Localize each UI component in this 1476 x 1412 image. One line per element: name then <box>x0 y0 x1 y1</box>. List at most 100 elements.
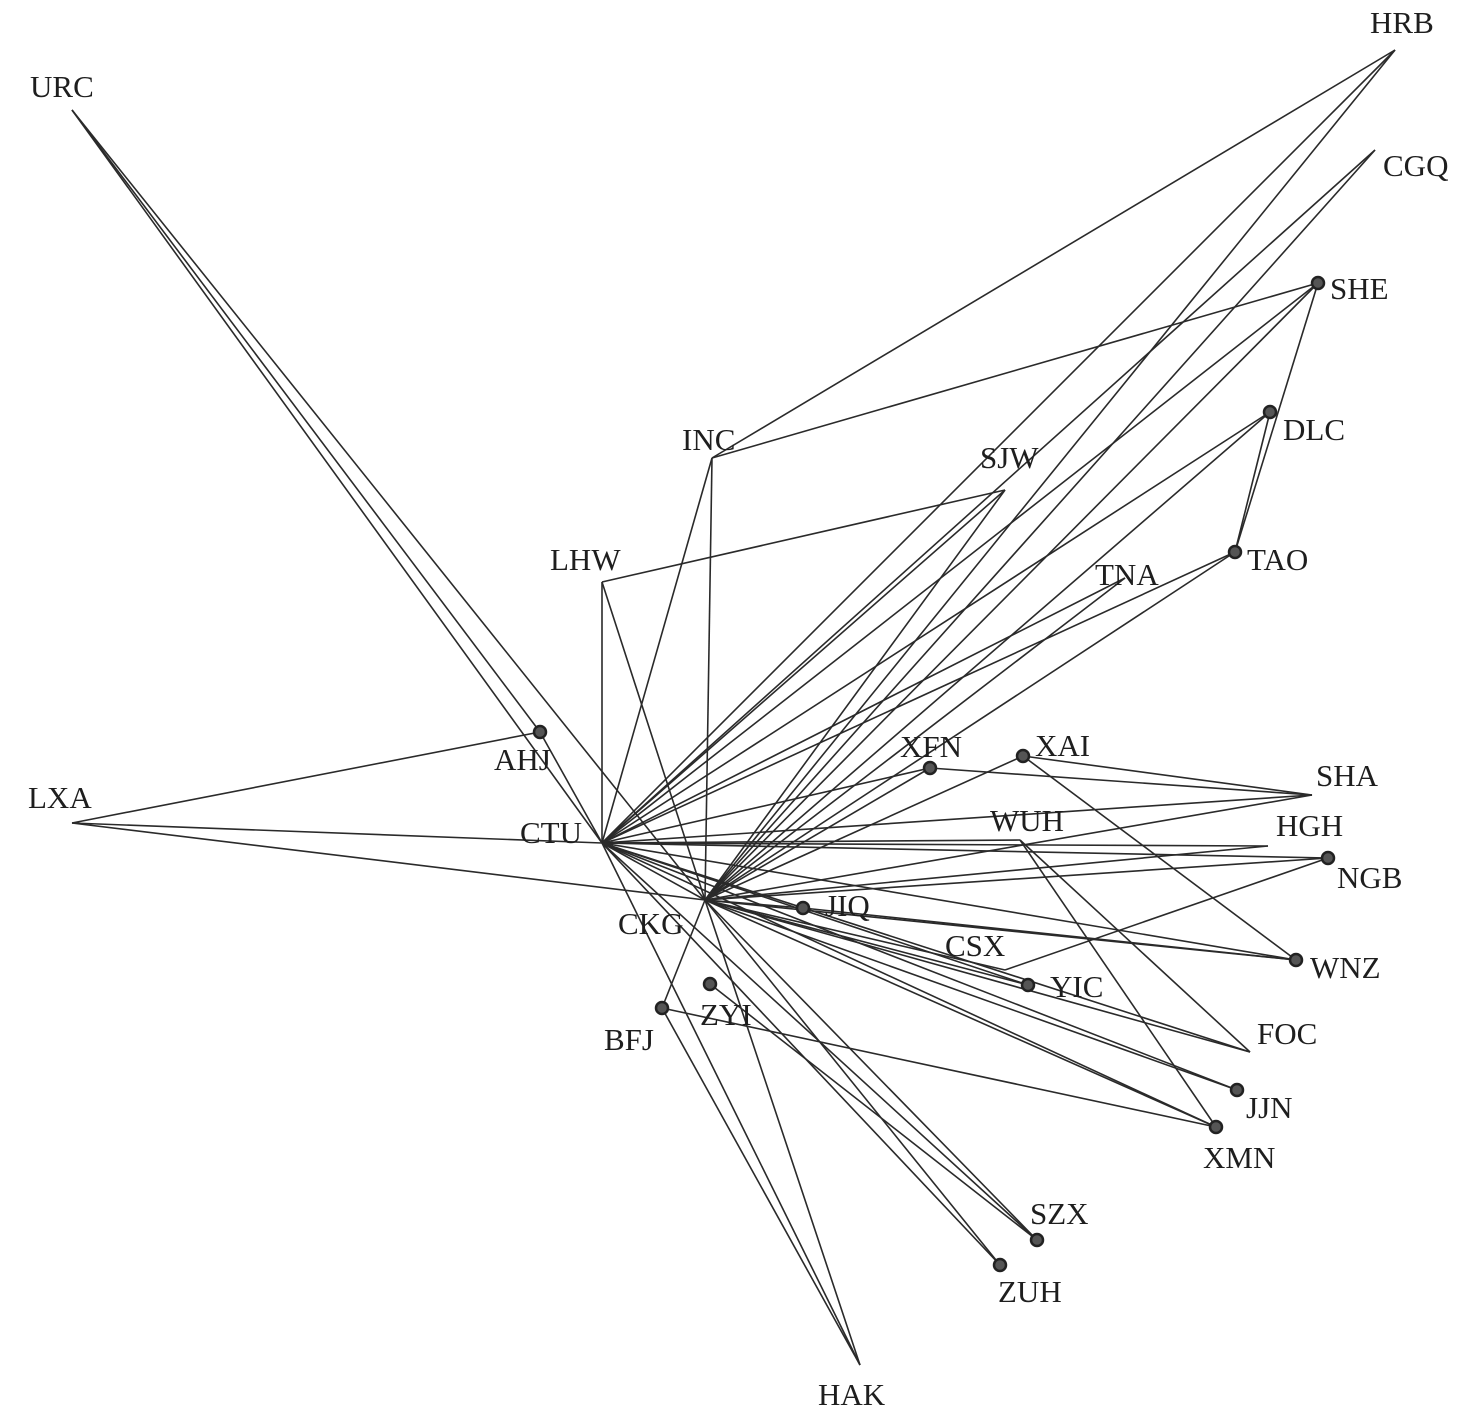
labels-layer: URC HRB CGQ SHE DLC INC SJW TNA TAO LHW AHJ LXA XFN X… <box>28 5 1448 1412</box>
node-label-zyi: ZYI <box>700 997 752 1032</box>
edge-bfj-hak <box>661 1007 861 1366</box>
node-marker-bfj <box>654 1000 670 1016</box>
node-label-wnz: WNZ <box>1310 950 1381 985</box>
edge-xai-wnz <box>1022 755 1297 961</box>
node-label-ctu: CTU <box>520 815 582 850</box>
node-label-xmn: XMN <box>1203 1140 1275 1175</box>
node-marker-dlc <box>1262 404 1278 420</box>
node-marker-zyi <box>702 976 718 992</box>
edge-ctu-jjn <box>601 842 1238 1091</box>
edge-ckg-inc <box>704 457 713 901</box>
edge-lxa-ahj <box>71 731 541 824</box>
node-marker-xmn <box>1208 1119 1224 1135</box>
node-label-dlc: DLC <box>1283 412 1345 447</box>
edge-ctu-hrb <box>601 49 1396 844</box>
edge-ckg-yic <box>704 899 1029 986</box>
edge-ctu-wuh <box>601 839 1021 844</box>
edge-jiq-wnz <box>802 907 1297 961</box>
node-marker-ahj <box>532 724 548 740</box>
edge-ckg-urc <box>71 109 706 901</box>
node-label-hrb: HRB <box>1370 5 1434 40</box>
edge-ckg-jjn <box>704 899 1238 1091</box>
edge-she-tao <box>1234 282 1319 553</box>
edge-ckg-ngb <box>704 857 1329 901</box>
edge-ckg-xai <box>704 755 1024 901</box>
node-label-jiq: JIQ <box>825 888 870 923</box>
edge-inc-hrb <box>711 49 1396 459</box>
edge-wuh-foc <box>1019 839 1251 1053</box>
edge-ckg-hak <box>704 899 861 1366</box>
edge-wuh-xmn <box>1019 839 1217 1128</box>
edge-ckg-cgq <box>704 149 1376 901</box>
node-label-ngb: NGB <box>1337 860 1402 895</box>
edge-ckg-hgh <box>704 845 1269 901</box>
edge-ckg-zuh <box>704 899 1001 1266</box>
node-label-bfj: BFJ <box>604 1022 654 1057</box>
node-label-lhw: LHW <box>550 542 621 577</box>
edge-ctu-foc <box>601 842 1251 1053</box>
edge-ctu-ngb <box>601 842 1329 859</box>
node-label-hak: HAK <box>818 1377 886 1412</box>
edge-ctu-cgq <box>601 149 1376 844</box>
edge-ctu-dlc <box>601 411 1271 844</box>
node-label-hgh: HGH <box>1276 808 1343 843</box>
node-marker-tao <box>1227 544 1243 560</box>
edge-ctu-hgh <box>601 842 1269 847</box>
edge-ctu-xfn <box>601 767 931 844</box>
node-label-szx: SZX <box>1030 1196 1089 1231</box>
markers-layer <box>532 275 1336 1273</box>
node-label-cgq: CGQ <box>1383 148 1448 183</box>
node-marker-szx <box>1029 1232 1045 1248</box>
node-label-ckg: CKG <box>618 906 683 941</box>
node-marker-wnz <box>1288 952 1304 968</box>
edge-ctu-sha <box>601 794 1313 844</box>
node-label-jjn: JJN <box>1246 1090 1293 1125</box>
edge-ckg-bfj <box>661 899 706 1009</box>
edge-ckg-sha <box>704 794 1313 901</box>
edge-ctu-tao <box>601 551 1236 844</box>
edge-bfj-xmn <box>661 1007 1217 1128</box>
edge-csx-ngb <box>1004 857 1329 971</box>
node-label-xai: XAI <box>1035 728 1090 763</box>
node-label-tao: TAO <box>1247 542 1308 577</box>
edge-ckg-hrb <box>704 49 1396 901</box>
edge-dlc-tao <box>1234 411 1271 553</box>
edge-ctu-ahj <box>539 731 603 844</box>
edge-ckg-xfn <box>704 767 931 901</box>
edge-ctu-sjw <box>601 489 1006 844</box>
edge-ctu-inc <box>601 457 713 844</box>
edge-ctu-wnz <box>601 842 1297 961</box>
node-label-inc: INC <box>682 422 735 457</box>
node-label-she: SHE <box>1330 271 1389 306</box>
node-label-sha: SHA <box>1316 758 1379 793</box>
edge-ctu-lxa <box>71 822 603 844</box>
edge-ckg-lxa <box>71 822 706 901</box>
edge-ckg-tna <box>704 577 1126 901</box>
node-label-urc: URC <box>30 69 94 104</box>
edge-ckg-sjw <box>704 489 1006 901</box>
node-label-tna: TNA <box>1095 557 1159 592</box>
edges-layer <box>71 49 1396 1366</box>
node-label-zuh: ZUH <box>998 1274 1062 1309</box>
node-label-wuh: WUH <box>990 803 1064 838</box>
node-marker-jjn <box>1229 1082 1245 1098</box>
node-marker-she <box>1310 275 1326 291</box>
edge-ckg-she <box>704 282 1319 901</box>
node-label-ahj: AHJ <box>494 742 551 777</box>
node-marker-xai <box>1015 748 1031 764</box>
edge-ctu-she <box>601 282 1319 844</box>
node-label-xfn: XFN <box>900 729 962 764</box>
node-label-lxa: LXA <box>28 780 92 815</box>
edge-inc-she <box>711 282 1319 459</box>
edge-ckg-tao <box>704 551 1236 901</box>
edge-ctu-ckg <box>601 842 706 901</box>
edge-ctu-zuh <box>601 842 1001 1266</box>
edge-ctu-urc <box>71 109 603 844</box>
edge-ckg-dlc <box>704 411 1271 901</box>
edge-lhw-sjw <box>601 489 1006 583</box>
node-label-sjw: SJW <box>980 440 1039 475</box>
node-marker-yic <box>1020 977 1036 993</box>
edge-ckg-szx <box>704 899 1038 1241</box>
